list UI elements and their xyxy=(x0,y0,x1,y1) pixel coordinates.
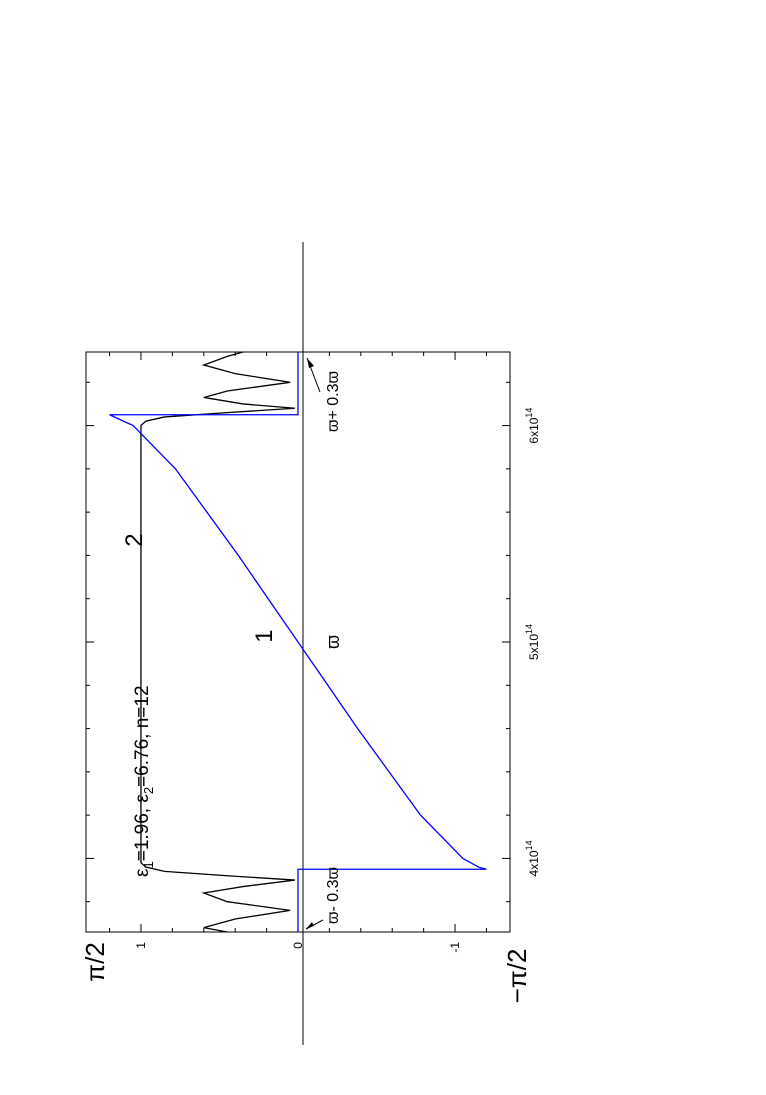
eps-annotation: ε1=1.96, ε2=6.76, n=12 xyxy=(132,685,156,877)
left-arrow xyxy=(305,919,324,930)
x-tick-label-exponent: 14 xyxy=(524,840,534,850)
series-2-line xyxy=(140,351,295,933)
eps2-symbol: ε xyxy=(132,794,153,803)
x-tick-label: 6x1014 xyxy=(524,408,541,444)
x-tick-label-mantissa: 4x10 xyxy=(527,850,541,876)
right-frequency-label: ϖ+ 0.3ϖ xyxy=(325,371,342,432)
left-frequency-label: ϖ- 0.3ϖ xyxy=(325,867,342,924)
x-tick-label-exponent: 14 xyxy=(524,408,534,418)
y-tick-label: 1 xyxy=(134,942,148,949)
center-frequency-label: ϖ xyxy=(323,635,343,649)
eps2-subscript: 2 xyxy=(141,787,156,794)
eps1-symbol: ε xyxy=(132,868,153,877)
curve-2-label: 2 xyxy=(121,533,148,546)
curve-1-label: 1 xyxy=(251,629,278,642)
eps2-value: =6.76, n=12 xyxy=(132,685,153,786)
eps1-value: =1.96, xyxy=(132,803,153,862)
y-axis-ticks: -1 0 1 xyxy=(109,352,487,953)
x-tick-label-exponent: 14 xyxy=(524,624,534,634)
x-tick-label: 5x1014 xyxy=(524,624,541,660)
right-arrow xyxy=(306,357,321,393)
eps1-subscript: 1 xyxy=(141,861,156,868)
y-top-limit-label: π/2 xyxy=(80,942,110,982)
y-tick-label: 0 xyxy=(291,942,305,949)
y-bottom-limit-label: −π/2 xyxy=(502,949,532,1004)
x-tick-label-mantissa: 6x10 xyxy=(527,417,541,443)
x-tick-label-mantissa: 5x10 xyxy=(527,634,541,660)
x-tick-label: 4x1014 xyxy=(524,840,541,876)
series-1-line xyxy=(109,352,487,932)
y-tick-label: -1 xyxy=(448,942,462,953)
